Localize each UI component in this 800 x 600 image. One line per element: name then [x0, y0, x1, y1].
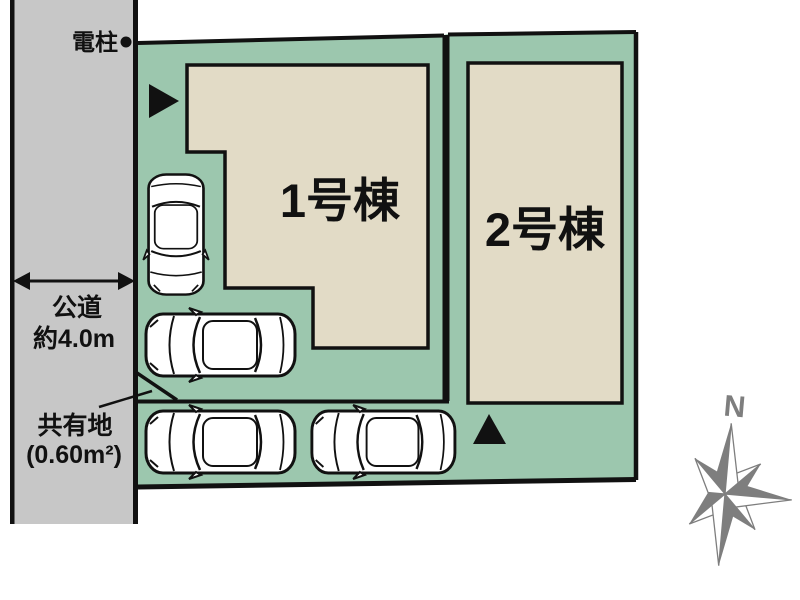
car-top-view-vertical: [141, 173, 211, 296]
entrance-arrow-up-icon: [473, 414, 506, 444]
compass-point-s-light: [711, 492, 726, 566]
car-top-view-bottom-left: [144, 403, 297, 481]
utility-pole-dot-icon: [120, 36, 132, 48]
road-width-arrowhead-right-icon: [118, 272, 135, 290]
entrance-arrow-right-icon: [149, 84, 179, 118]
compass-point-n-dark: [714, 423, 732, 494]
building-2-label: 2号棟: [485, 203, 606, 256]
shared-area-leader-line: [98, 389, 153, 409]
road-width-label: 約4.0m: [33, 324, 115, 353]
road-width-arrowhead-left-icon: [13, 272, 30, 290]
parcel2-top-border: [447, 30, 637, 37]
parcel-bottom-border: [137, 477, 637, 490]
shared-area-name-label: 共有地: [37, 412, 112, 440]
road-left-border: [10, 0, 15, 524]
road-right-border: [133, 0, 138, 524]
shared-area-size-label: (0.60m²): [26, 441, 122, 469]
road-strip: [13, 0, 134, 524]
compass-rose: N: [688, 390, 792, 566]
parcel1-top-border: [137, 33, 445, 45]
compass-point-e-dark: [725, 483, 792, 500]
compass-point-s-dark: [718, 494, 736, 566]
car-top-view-middle: [144, 306, 297, 384]
building-2-footprint: [466, 61, 624, 405]
utility-pole-label: 電柱: [72, 29, 118, 55]
shared-area-wedge-line: [136, 371, 178, 402]
building-1-footprint: [185, 63, 430, 350]
compass-north-label: N: [722, 390, 746, 425]
car-top-view-bottom-right: [310, 403, 457, 481]
road-name-label: 公道: [52, 293, 102, 322]
building-1-label: 1号棟: [280, 174, 401, 227]
